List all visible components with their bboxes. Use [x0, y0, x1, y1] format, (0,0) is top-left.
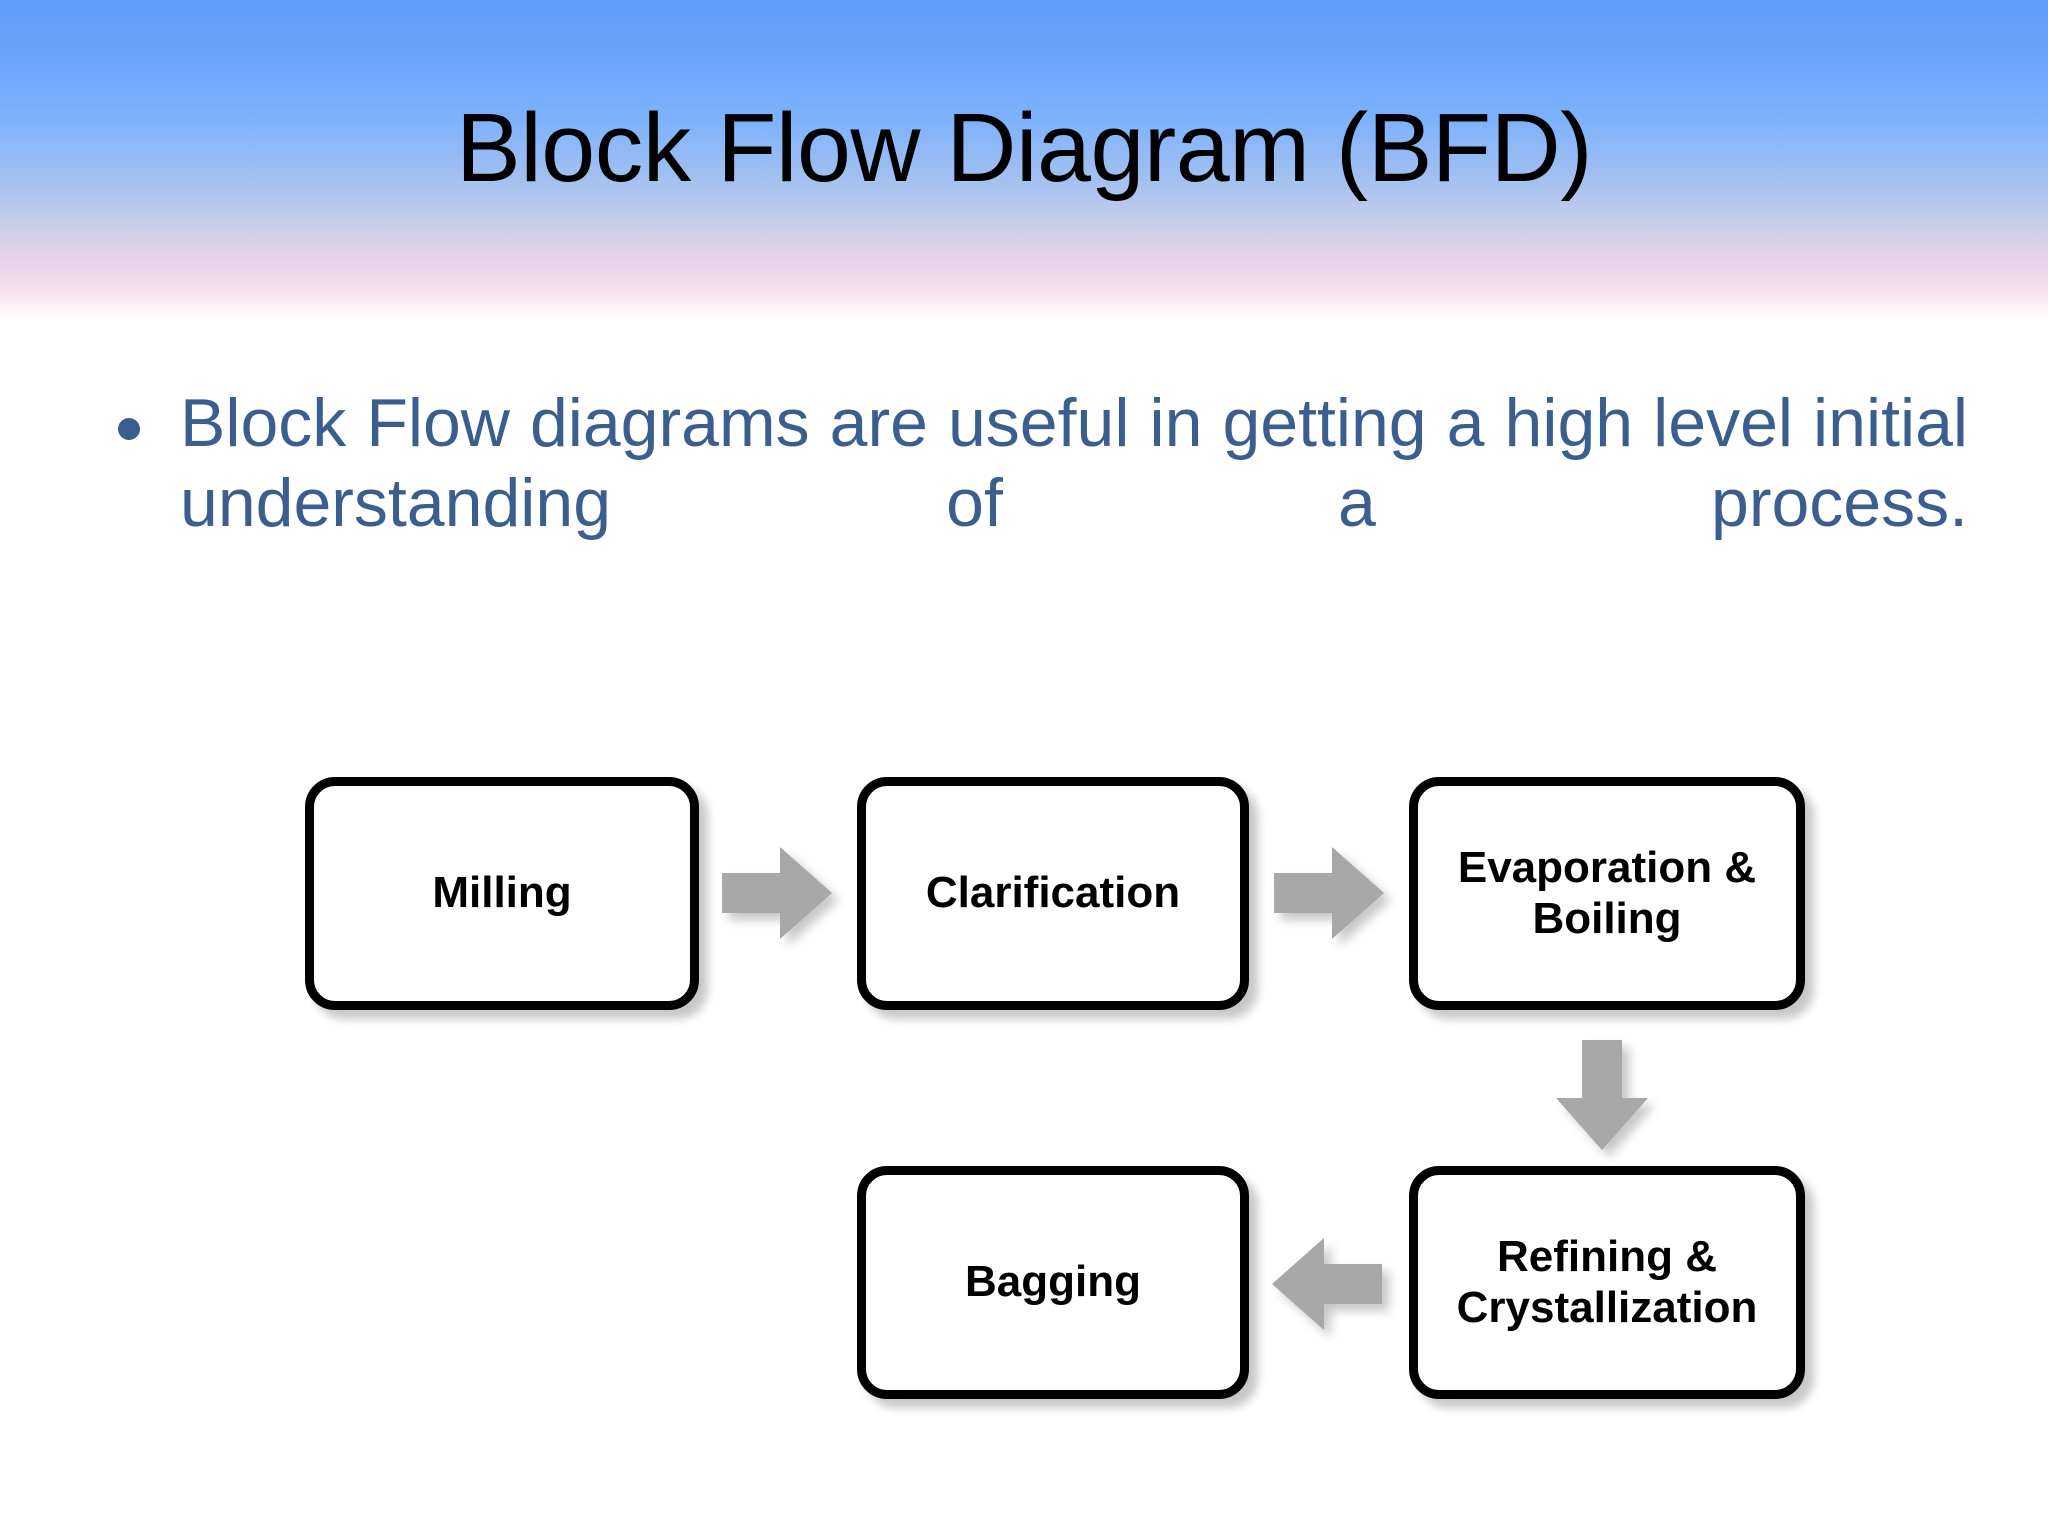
- arrow-right-icon: [722, 847, 832, 939]
- flow-node-label: Refining & Crystallization: [1456, 1232, 1758, 1332]
- bullet-item-text: Block Flow diagrams are useful in gettin…: [180, 385, 1968, 542]
- flow-node-bagging[interactable]: Bagging: [857, 1166, 1249, 1399]
- bullet-dot-icon: [118, 418, 140, 440]
- flow-node-label: Clarification: [925, 868, 1181, 918]
- flow-node-evaporation-boiling[interactable]: Evaporation & Boiling: [1409, 777, 1805, 1010]
- flow-node-refining-crystallization[interactable]: Refining & Crystallization: [1409, 1166, 1805, 1399]
- arrow-left-icon: [1272, 1238, 1382, 1330]
- flow-node-label: Evaporation & Boiling: [1457, 843, 1757, 943]
- bullet-list: Block Flow diagrams are useful in gettin…: [118, 383, 1968, 624]
- flow-node-milling[interactable]: Milling: [305, 777, 699, 1010]
- arrow-right-icon: [1274, 847, 1384, 939]
- page-title: Block Flow Diagram (BFD): [456, 93, 1593, 202]
- flow-node-clarification[interactable]: Clarification: [857, 777, 1249, 1010]
- flow-node-label: Bagging: [965, 1257, 1141, 1307]
- flow-node-label: Milling: [432, 868, 572, 918]
- arrow-down-icon: [1556, 1040, 1648, 1150]
- header-gradient-band: [0, 0, 2048, 320]
